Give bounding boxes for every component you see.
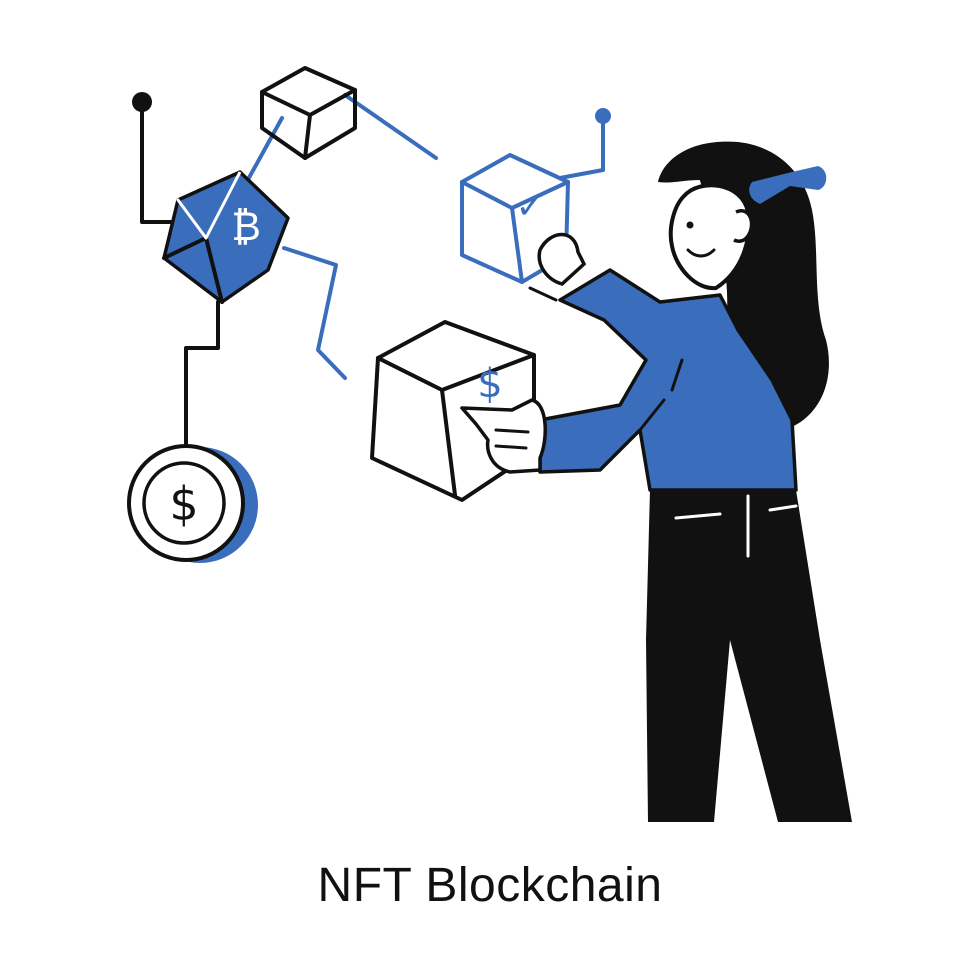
caption-title: NFT Blockchain <box>317 859 663 912</box>
woman-figure <box>460 141 852 822</box>
nft-cube-icon <box>260 66 357 160</box>
network-lines <box>132 92 611 450</box>
check-cube-icon: ✓ <box>460 153 570 284</box>
check-symbol: ✓ <box>516 187 545 227</box>
dollar-coin-icon: $ <box>127 444 258 563</box>
bitcoin-block-icon: ₿ <box>162 170 290 304</box>
bitcoin-symbol: ₿ <box>231 204 261 250</box>
dollar-cube-icon: $ <box>370 320 536 502</box>
cube-dollar-symbol: $ <box>477 361 502 407</box>
coin-dollar-symbol: $ <box>169 477 198 531</box>
